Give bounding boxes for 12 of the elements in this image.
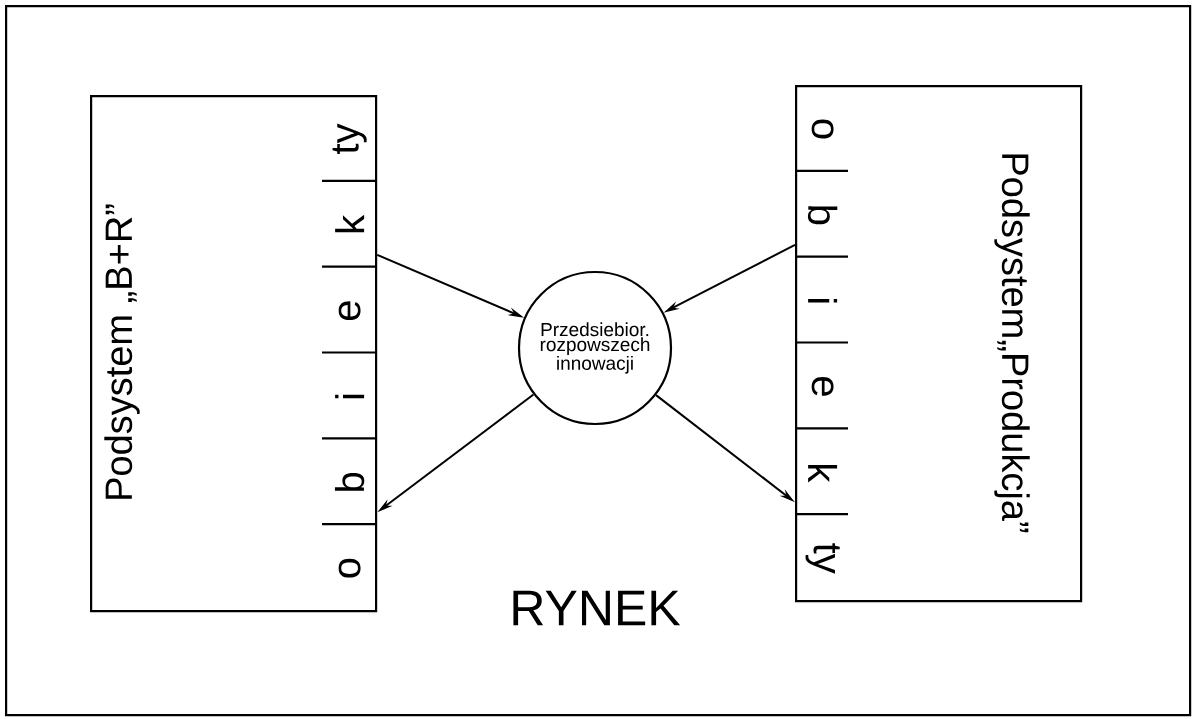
letter-cell: e bbox=[811, 377, 834, 396]
letter-cell: i bbox=[335, 394, 365, 399]
letter-cell: o bbox=[811, 119, 834, 139]
letter-cell: ty bbox=[805, 543, 840, 574]
letter-cell: ty bbox=[332, 123, 367, 154]
letter-cell: b bbox=[334, 472, 365, 491]
letter-cell: e bbox=[338, 301, 361, 321]
letter-cell: o bbox=[338, 558, 361, 578]
letter-cell: b bbox=[807, 206, 838, 225]
letter-cell: i bbox=[808, 298, 838, 303]
letter-cell: k bbox=[335, 214, 365, 233]
letter-cell: k bbox=[808, 465, 838, 483]
